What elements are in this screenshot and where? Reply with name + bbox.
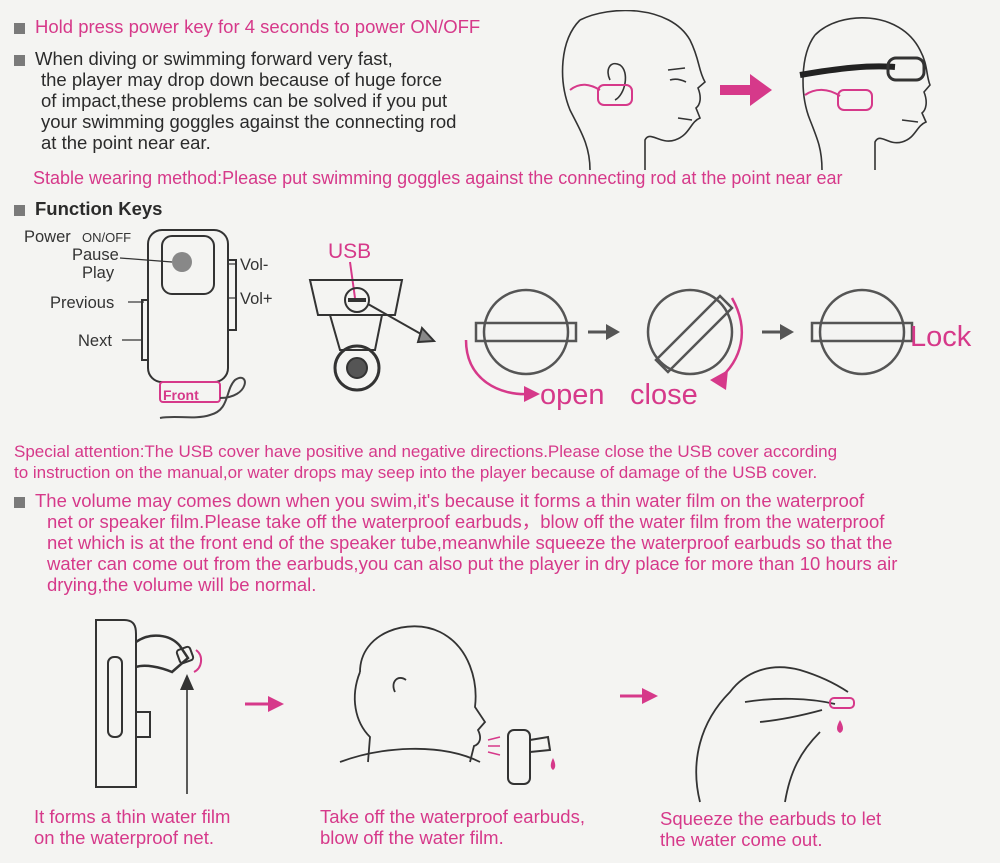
head-without-goggles-illustration bbox=[561, 10, 707, 170]
function-keys-heading-text: Function Keys bbox=[35, 198, 163, 219]
arrow-right-icon bbox=[620, 688, 658, 704]
volume-note-line: water can come out from the earbuds,you … bbox=[47, 553, 898, 574]
diving-note: When diving or swimming forward very fas… bbox=[14, 48, 456, 153]
head-with-goggles-illustration bbox=[799, 17, 931, 170]
power-instruction-text: Hold press power key for 4 seconds to po… bbox=[35, 16, 481, 37]
head-illustrations bbox=[561, 10, 931, 170]
vol-plus-label: Vol+ bbox=[240, 290, 273, 308]
step-caption-line: the water come out. bbox=[660, 829, 823, 850]
water-film-icon bbox=[193, 649, 202, 673]
step-caption-line: blow off the water film. bbox=[320, 827, 504, 848]
step-2-caption: Take off the waterproof earbuds, blow of… bbox=[320, 806, 585, 848]
function-keys-heading: Function Keys bbox=[14, 198, 162, 220]
power-button-icon bbox=[172, 252, 192, 272]
power-instruction: Hold press power key for 4 seconds to po… bbox=[14, 16, 480, 37]
step-caption-line: Take off the waterproof earbuds, bbox=[320, 806, 585, 827]
diving-note-line: When diving or swimming forward very fas… bbox=[35, 48, 393, 69]
volume-note-line: net or speaker film.Please take off the … bbox=[47, 511, 885, 532]
play-label: Play bbox=[82, 264, 115, 282]
person-blowing-illustration bbox=[339, 625, 487, 763]
volume-note: The volume may comes down when you swim,… bbox=[14, 490, 897, 595]
player-device-illustration bbox=[141, 229, 246, 419]
player-earbud-illustration bbox=[95, 619, 195, 788]
step-caption-line: Squeeze the earbuds to let bbox=[660, 808, 882, 829]
arrow-right-icon bbox=[245, 696, 284, 712]
usb-cover-close-state-icon bbox=[646, 288, 734, 376]
earbud-squeezed-illustration bbox=[829, 697, 855, 709]
special-attention-line: to instruction on the manual,or water dr… bbox=[14, 463, 818, 482]
diving-note-line: the player may drop down because of huge… bbox=[41, 69, 443, 90]
special-attention: Special attention:The USB cover have pos… bbox=[14, 441, 837, 483]
function-keys-diagram: Power ON/OFF Pause Play Previous Next Vo… bbox=[24, 228, 972, 419]
arrow-right-icon bbox=[588, 324, 620, 340]
water-drop-icon bbox=[550, 758, 556, 770]
diving-note-line: at the point near ear. bbox=[41, 132, 211, 153]
previous-label: Previous bbox=[50, 294, 114, 312]
front-label: Front bbox=[163, 387, 199, 403]
special-attention-line: Special attention:The USB cover have pos… bbox=[14, 442, 838, 461]
usb-cover-illustration bbox=[308, 261, 437, 392]
power-state-label: ON/OFF bbox=[82, 230, 131, 245]
vol-minus-label: Vol- bbox=[240, 256, 268, 274]
water-drop-icon bbox=[837, 720, 843, 733]
volume-note-line: drying,the volume will be normal. bbox=[47, 574, 317, 595]
next-label: Next bbox=[78, 332, 112, 350]
cleaning-steps-illustrations bbox=[95, 619, 855, 803]
open-rotation-arrow-icon bbox=[464, 339, 540, 402]
bullet-icon bbox=[14, 204, 25, 216]
step-caption-line: on the waterproof net. bbox=[34, 827, 214, 848]
step-3-caption: Squeeze the earbuds to let the water com… bbox=[660, 808, 881, 850]
bullet-icon bbox=[14, 496, 25, 508]
hand-squeezing-illustration bbox=[695, 666, 849, 803]
step-1-caption: It forms a thin water film on the waterp… bbox=[34, 806, 230, 848]
arrow-right-icon bbox=[720, 74, 772, 106]
stable-wearing-method: Stable wearing method:Please put swimmin… bbox=[33, 168, 843, 188]
earpiece-icon bbox=[804, 88, 873, 111]
arrow-right-icon bbox=[762, 324, 794, 340]
usb-cover-locked-state-icon bbox=[810, 288, 914, 376]
lock-label: Lock bbox=[910, 321, 972, 353]
volume-note-line: net which is at the front end of the spe… bbox=[47, 532, 893, 553]
earbud-removed-illustration bbox=[487, 729, 552, 785]
step-caption-line: It forms a thin water film bbox=[34, 806, 231, 827]
pointer-arrow-icon bbox=[180, 674, 194, 794]
diving-note-line: of impact,these problems can be solved i… bbox=[41, 90, 448, 111]
usb-label: USB bbox=[328, 240, 371, 263]
usb-cover-open-state-icon bbox=[474, 288, 578, 376]
earpiece-icon bbox=[569, 83, 633, 106]
pause-label: Pause bbox=[72, 246, 119, 264]
close-label: close bbox=[630, 379, 698, 411]
open-label: open bbox=[540, 379, 605, 411]
bullet-icon bbox=[14, 54, 25, 66]
volume-note-line: The volume may comes down when you swim,… bbox=[35, 490, 865, 511]
bullet-icon bbox=[14, 22, 25, 34]
diving-note-line: your swimming goggles against the connec… bbox=[41, 111, 457, 132]
power-label: Power bbox=[24, 228, 71, 246]
